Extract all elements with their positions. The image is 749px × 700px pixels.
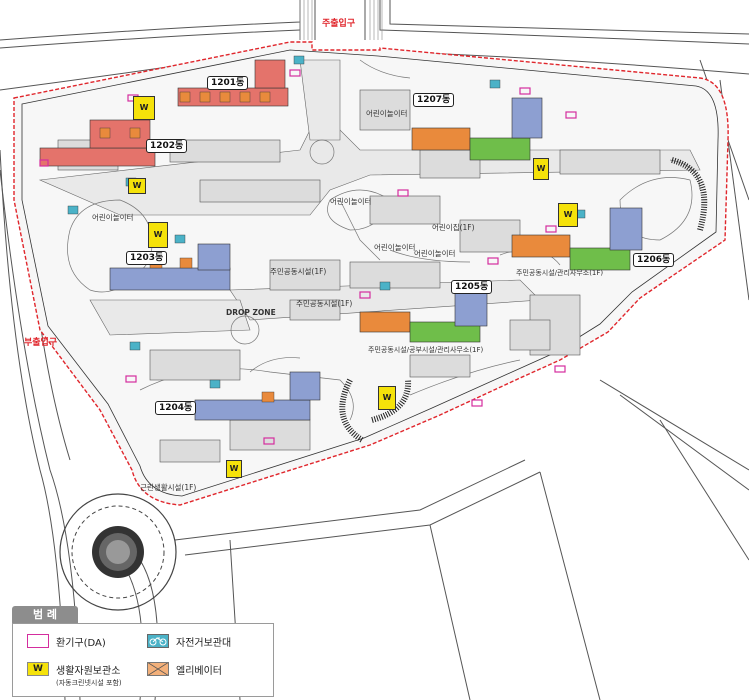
building-1204-label: 1204동 bbox=[155, 401, 197, 415]
w-marker: W bbox=[378, 386, 396, 410]
legend-item-bike: 자전거보관대 bbox=[147, 634, 231, 649]
w-marker: W bbox=[226, 460, 242, 478]
secondary-entrance-label: 부출입구 bbox=[24, 338, 58, 348]
community-1-label: 주민공동시설(1F) bbox=[270, 267, 327, 276]
legend-sublabel-w: (자동크린넷시설 포함) bbox=[56, 679, 122, 687]
main-entrance-label: 주출입구 bbox=[322, 19, 356, 29]
legend-box: 환기구(DA) 자전거보관대 W 생활자원보관소 (자동크린넷시설 포함) 엘리… bbox=[12, 623, 274, 697]
w-marker: W bbox=[133, 96, 155, 120]
bicycle-icon bbox=[147, 634, 169, 648]
legend-item-w: W 생활자원보관소 (자동크린넷시설 포함) bbox=[27, 662, 122, 688]
w-box-icon: W bbox=[27, 662, 49, 676]
legend: 범 례 환기구(DA) 자전거보관대 W 생활자원보관소 (자동크린넷시설 포함… bbox=[12, 606, 274, 697]
kids-play-2-label: 어린이놀이터 bbox=[366, 109, 408, 118]
building-1202-label: 1202동 bbox=[146, 139, 188, 153]
kids-play-1-label: 어린이놀이터 bbox=[92, 213, 134, 222]
legend-label-da: 환기구(DA) bbox=[56, 638, 106, 649]
w-marker: W bbox=[128, 178, 146, 194]
community-2-label: 주민공동시설(1F) bbox=[296, 299, 353, 308]
elevator-cross-icon bbox=[147, 662, 169, 676]
drop-zone-label: DROP ZONE bbox=[226, 308, 276, 317]
building-1206-label: 1206동 bbox=[633, 253, 675, 267]
da-markers bbox=[39, 69, 577, 445]
community-4-label: 주민공동시설/관리사무소(1F) bbox=[516, 269, 604, 277]
roundabout bbox=[59, 493, 177, 611]
building-1204 bbox=[194, 371, 321, 421]
da-swatch-icon bbox=[27, 634, 49, 648]
w-marker: W bbox=[533, 158, 549, 180]
building-1207-label: 1207동 bbox=[413, 93, 455, 107]
w-marker: W bbox=[558, 203, 578, 227]
building-1205-label: 1205동 bbox=[451, 280, 493, 294]
building-1202 bbox=[39, 119, 156, 167]
legend-label-w: 생활자원보관소 bbox=[56, 666, 121, 677]
legend-item-da: 환기구(DA) bbox=[27, 634, 106, 649]
w-marker: W bbox=[148, 222, 168, 248]
community-3-label: 주민공동시설/공부시설/관리사무소(1F) bbox=[368, 346, 484, 354]
legend-title: 범 례 bbox=[12, 606, 78, 624]
building-1206 bbox=[511, 207, 643, 271]
kids-play-4-label: 어린이놀이터 bbox=[374, 243, 416, 252]
legend-item-elevator: 엘리베이터 bbox=[147, 662, 222, 677]
kids-play-3-label: 어린이놀이터 bbox=[330, 197, 372, 206]
hatch-road bbox=[299, 0, 383, 40]
building-1203-label: 1203동 bbox=[126, 251, 168, 265]
legend-label-elevator: 엘리베이터 bbox=[176, 666, 222, 677]
building-1207 bbox=[411, 97, 543, 161]
building-1205 bbox=[359, 291, 488, 343]
building-1201-label: 1201동 bbox=[207, 76, 249, 90]
shop-label: 근린생활시설(1F) bbox=[140, 483, 197, 492]
blocks bbox=[57, 89, 661, 463]
daycare-label: 어린이집(1F) bbox=[432, 223, 475, 232]
kids-play-5-label: 어린이놀이터 bbox=[414, 249, 456, 258]
legend-label-bike: 자전거보관대 bbox=[176, 638, 232, 649]
